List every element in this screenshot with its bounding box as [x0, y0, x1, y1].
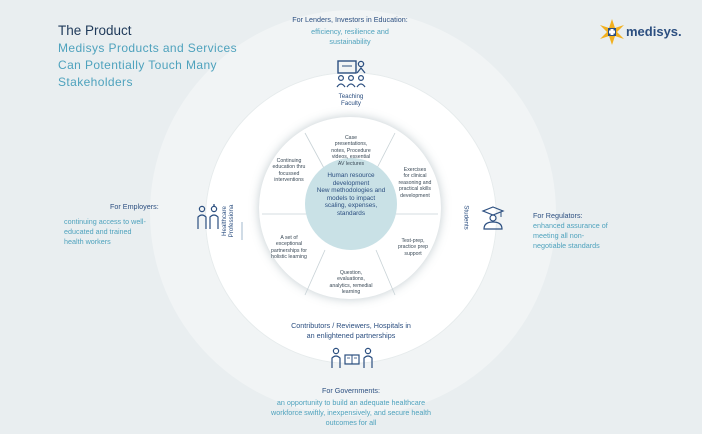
contributors-line: an enlightened partnerships: [306, 331, 396, 340]
partnership-icon: [331, 347, 373, 368]
segment-line: for clinical: [403, 173, 427, 180]
students-label: Students: [462, 205, 470, 230]
segment-line: presentations,: [334, 141, 368, 148]
center-line: models to impact: [326, 194, 376, 202]
lenders-heading: For Lenders, Investors in Education:: [292, 15, 408, 24]
healthcare-professionals-line: Professiona: [228, 204, 235, 238]
regulators-line: negotiable standards: [533, 241, 600, 250]
contributors-block: Contributors / Reviewers, Hospitals in a…: [270, 321, 432, 341]
segment-top-right: Exercises for clinical reasoning and pra…: [385, 167, 445, 199]
center-line: New methodologies and: [316, 187, 386, 195]
contributors-line: Contributors / Reviewers, Hospitals in: [291, 321, 411, 330]
healthcare-professionals-icon: [197, 204, 219, 229]
segment-line: Test-prep,: [401, 238, 425, 244]
segment-line: education thru: [272, 164, 306, 171]
segment-line: exceptional: [275, 241, 303, 248]
page-title: The Product: [58, 23, 132, 38]
segment-line: support: [404, 250, 422, 257]
lenders-line: sustainability: [329, 37, 371, 46]
governments-line: workforce swiftly, inexpensively, and se…: [271, 408, 431, 417]
center-line: development: [332, 179, 370, 187]
employers-line: educated and trained: [64, 227, 132, 236]
segment-bottom-right: Test-prep, practice prep support: [385, 238, 441, 257]
governments-body: an opportunity to build an adequate heal…: [220, 398, 482, 428]
lenders-line: efficiency, resilience and: [311, 27, 389, 36]
regulators-line: meeting all non-: [533, 231, 585, 240]
segment-line: evaluations,: [337, 276, 365, 283]
segment-line: Question,: [339, 270, 363, 276]
segment-line: interventions: [274, 177, 304, 184]
page-subtitle: Medisys Products and Services Can Potent…: [58, 40, 268, 91]
segment-line: focussed: [278, 170, 300, 177]
regulators-line: enhanced assurance of: [533, 221, 608, 230]
center-circle: [305, 158, 397, 250]
segment-line: analytics, remedial: [329, 282, 373, 289]
segment-line: notes, Procedure: [331, 147, 371, 154]
healthcare-professionals-line: Healthcare: [221, 206, 228, 236]
governments-line: outcomes for all: [325, 418, 377, 427]
employers-line: health workers: [64, 237, 111, 246]
segment-bottom: Question, evaluations, analytics, remedi…: [318, 270, 384, 296]
center-line: Human resource: [327, 172, 375, 179]
lenders-block: For Lenders, Investors in Education: eff…: [260, 15, 440, 47]
center-text: Human resource development New methodolo…: [301, 172, 401, 218]
governments-line: an opportunity to build an adequate heal…: [276, 398, 426, 407]
segment-line: partnerships for: [270, 247, 308, 254]
logo: medisys.: [598, 18, 688, 46]
teaching-faculty-icon: [336, 60, 366, 88]
regulators-heading: For Regulators:: [533, 211, 583, 220]
lenders-body: efficiency, resilience and sustainabilit…: [260, 27, 440, 47]
employers-line: continuing access to well-: [64, 217, 146, 226]
segment-line: holistic learning: [271, 254, 307, 261]
subtitle-line: Can Potentially Touch Many: [58, 58, 217, 72]
subtitle-line: Stakeholders: [58, 75, 133, 89]
regulators-body: enhanced assurance of meeting all non- n…: [533, 221, 608, 251]
segment-top: Case presentations, notes, Procedure vid…: [318, 135, 384, 167]
segment-line: AV lectures: [337, 160, 365, 167]
subtitle-line: Medisys Products and Services: [58, 41, 238, 55]
healthcare-professionals-label: Healthcare Professiona: [221, 196, 235, 246]
teaching-faculty-line: Teaching: [338, 93, 364, 100]
logo-text: medisys.: [626, 24, 682, 39]
segment-line: videos, essential: [331, 154, 371, 161]
segment-bottom-left: A set of exceptional partnerships for ho…: [258, 235, 320, 261]
governments-heading: For Governments:: [322, 386, 380, 395]
segment-line: Exercises: [403, 167, 427, 173]
segment-line: development: [400, 192, 430, 199]
governments-block: For Governments: an opportunity to build…: [220, 386, 482, 428]
segment-line: Continuing: [276, 158, 302, 164]
teaching-faculty-label: Teaching Faculty: [326, 93, 376, 107]
graduate-student-icon: [481, 206, 505, 230]
star-logo-icon: [600, 19, 624, 45]
segment-line: Case: [344, 135, 358, 141]
employers-body: continuing access to well- educated and …: [64, 217, 146, 247]
segment-line: A set of: [280, 235, 298, 241]
teaching-faculty-line: Faculty: [341, 100, 361, 107]
segment-line: reasoning and: [398, 179, 432, 186]
center-line: scaling, expenses,: [324, 202, 378, 210]
segment-line: practice prep: [398, 244, 428, 251]
segment-line: practical skills: [399, 186, 431, 193]
segment-top-left: Continuing education thru focussed inter…: [258, 158, 320, 184]
center-line: standards: [336, 209, 366, 217]
employers-heading: For Employers:: [110, 202, 159, 211]
segment-line: learning: [341, 289, 361, 296]
